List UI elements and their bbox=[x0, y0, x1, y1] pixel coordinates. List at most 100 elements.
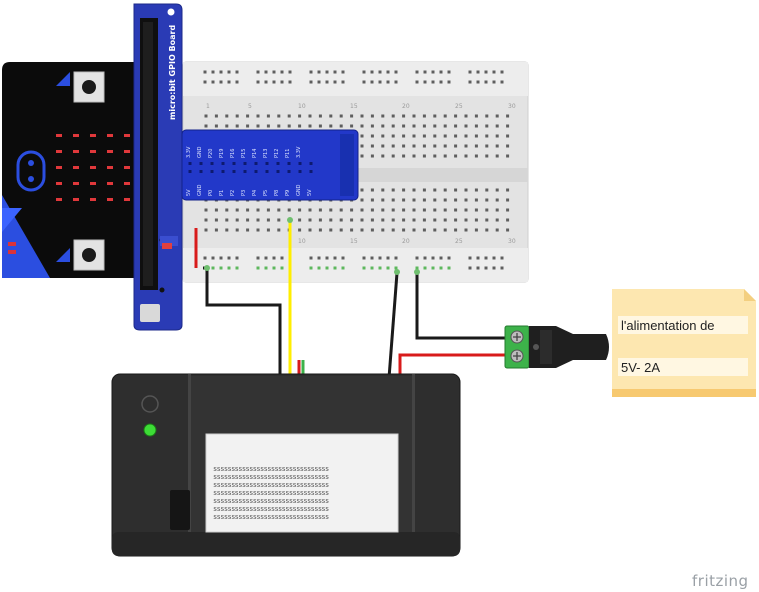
breadboard-hole bbox=[370, 154, 374, 158]
breadboard-hole bbox=[246, 218, 250, 222]
breadboard-hole bbox=[360, 228, 364, 232]
breadboard-hole bbox=[402, 134, 406, 138]
power-note-line2: 5V- 2A bbox=[621, 360, 660, 375]
button-b[interactable] bbox=[73, 239, 105, 271]
breadboard-hole bbox=[318, 228, 322, 232]
breadboard-hole bbox=[464, 124, 468, 128]
breadboard-hole bbox=[443, 218, 447, 222]
wire-red-to-jack bbox=[398, 353, 508, 378]
paper-print-rows: ssssssssssssssssssssssssssssssss ssssssss… bbox=[213, 465, 330, 521]
breadboard-hole bbox=[412, 228, 416, 232]
breadboard-hole bbox=[492, 256, 496, 260]
breadboard-hole bbox=[298, 228, 302, 232]
breadboard-hole bbox=[415, 70, 419, 74]
breadboard-hole bbox=[246, 228, 250, 232]
breadboard-hole bbox=[474, 134, 478, 138]
breadboard-hole bbox=[485, 228, 489, 232]
led bbox=[124, 150, 130, 153]
breadboard-hole bbox=[474, 228, 478, 232]
breadboard-hole bbox=[402, 114, 406, 118]
breadboard-hole bbox=[277, 114, 281, 118]
breadboard-hole bbox=[360, 154, 364, 158]
bb-num-25: 25 bbox=[455, 103, 463, 110]
breadboard-hole bbox=[235, 228, 239, 232]
gpio-pin-hole bbox=[232, 170, 236, 173]
breadboard-hole bbox=[422, 134, 426, 138]
breadboard-hole bbox=[484, 256, 488, 260]
breadboard-hole bbox=[422, 198, 426, 202]
breadboard-hole bbox=[266, 218, 270, 222]
breadboard-hole bbox=[264, 256, 268, 260]
breadboard-hole bbox=[402, 188, 406, 192]
led bbox=[90, 150, 96, 153]
breadboard-hole bbox=[288, 80, 292, 84]
breadboard-hole bbox=[362, 80, 366, 84]
breadboard-hole bbox=[309, 266, 313, 270]
breadboard-hole bbox=[214, 208, 218, 212]
breadboard-hole bbox=[362, 70, 366, 74]
breadboard-hole bbox=[225, 208, 229, 212]
gpio-pin-label: P12 bbox=[274, 149, 280, 158]
breadboard-hole bbox=[447, 256, 451, 260]
led bbox=[56, 150, 62, 153]
gpio-pin-hole bbox=[309, 162, 313, 165]
breadboard-hole bbox=[423, 266, 427, 270]
breadboard-hole bbox=[439, 256, 443, 260]
breadboard-hole bbox=[350, 208, 354, 212]
breadboard-hole bbox=[394, 266, 398, 270]
breadboard-hole bbox=[235, 256, 239, 260]
breadboard-hole bbox=[412, 134, 416, 138]
paper-lever[interactable] bbox=[170, 490, 190, 530]
breadboard-hole bbox=[391, 218, 395, 222]
breadboard-hole bbox=[422, 124, 426, 128]
breadboard-hole bbox=[370, 208, 374, 212]
gpio-pin-label: P5 bbox=[263, 190, 269, 196]
paper-row: ssssssssssssssssssssssssssssssss bbox=[213, 481, 329, 489]
breadboard-hole bbox=[464, 218, 468, 222]
breadboard-hole bbox=[370, 228, 374, 232]
breadboard-hole bbox=[443, 144, 447, 148]
button-a[interactable] bbox=[73, 71, 105, 103]
breadboard-hole bbox=[431, 70, 435, 74]
breadboard-hole bbox=[256, 124, 260, 128]
gpio-pin-hole bbox=[232, 162, 236, 165]
breadboard-hole bbox=[443, 208, 447, 212]
breadboard-hole bbox=[402, 144, 406, 148]
dc-jack-adapter bbox=[504, 325, 609, 369]
breadboard-hole bbox=[381, 188, 385, 192]
breadboard-hole bbox=[415, 256, 419, 260]
breadboard-hole bbox=[474, 154, 478, 158]
bb-num-5: 5 bbox=[248, 103, 252, 110]
power-button-ring[interactable] bbox=[141, 395, 159, 413]
led bbox=[124, 166, 130, 169]
breadboard-hole bbox=[235, 80, 239, 84]
breadboard-hole bbox=[370, 124, 374, 128]
breadboard-hole bbox=[308, 208, 312, 212]
breadboard-hole bbox=[464, 154, 468, 158]
breadboard-hole bbox=[370, 114, 374, 118]
gpio-pin-hole bbox=[287, 162, 291, 165]
breadboard-hole bbox=[219, 70, 223, 74]
paper-row: ssssssssssssssssssssssssssssssss bbox=[213, 505, 329, 513]
breadboard-hole bbox=[317, 80, 321, 84]
led bbox=[73, 182, 79, 185]
breadboard-hole bbox=[318, 114, 322, 118]
breadboard-hole bbox=[391, 134, 395, 138]
breadboard-hole bbox=[402, 208, 406, 212]
breadboard-hole bbox=[391, 188, 395, 192]
gpio-pin-label: 5V bbox=[186, 189, 192, 196]
breadboard-hole bbox=[474, 144, 478, 148]
breadboard-hole bbox=[339, 218, 343, 222]
gpio-pin-hole bbox=[265, 170, 269, 173]
breadboard-hole bbox=[256, 218, 260, 222]
breadboard-hole bbox=[412, 144, 416, 148]
bb-num-30: 30 bbox=[508, 103, 516, 110]
gpio-pin-label: P2 bbox=[230, 190, 236, 196]
microbit-corner-mark-top bbox=[56, 72, 70, 86]
breadboard-hole bbox=[439, 266, 443, 270]
breadboard-hole bbox=[443, 188, 447, 192]
breadboard-hole bbox=[485, 188, 489, 192]
breadboard-hole bbox=[256, 114, 260, 118]
breadboard-hole bbox=[412, 198, 416, 202]
